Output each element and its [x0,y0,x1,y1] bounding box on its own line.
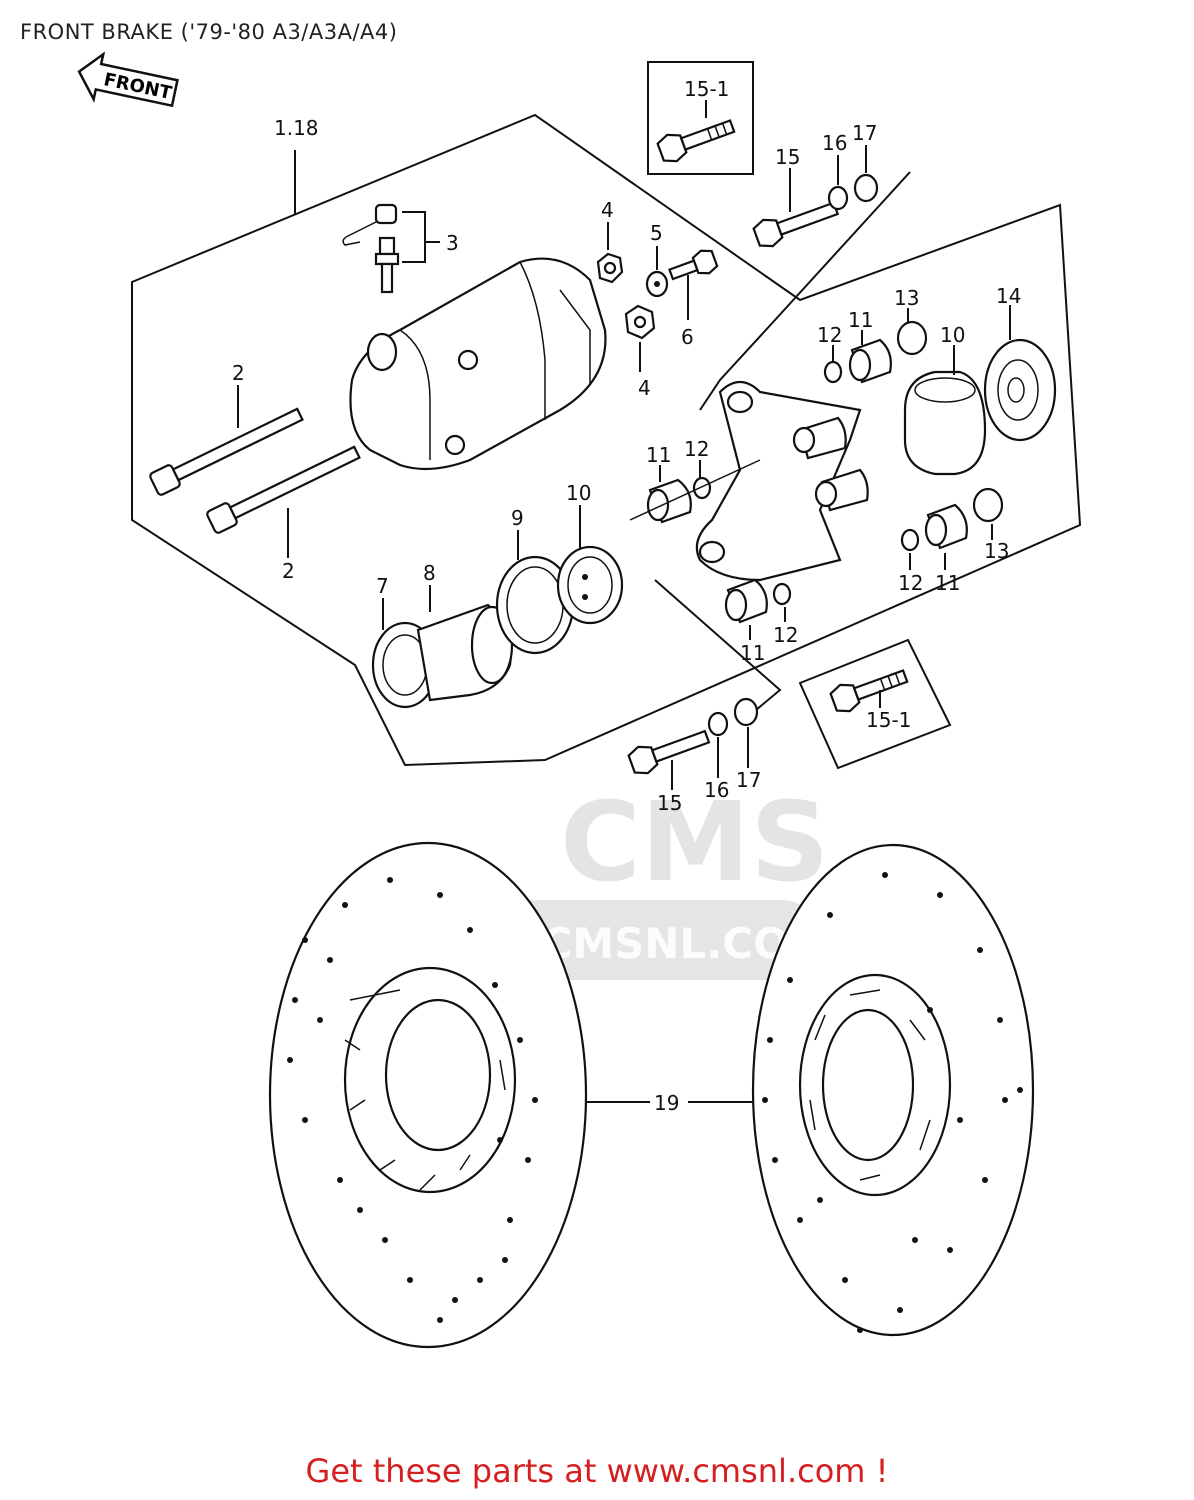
leader-3 [402,211,440,263]
callout-11-upper: 11 [848,308,873,332]
callout-11-lower: 11 [740,641,765,665]
cap-14-icon [983,338,1057,442]
callout-9: 9 [511,506,524,530]
washer-13-right-icon [972,487,1004,523]
callout-11-left: 11 [646,443,671,467]
callout-7: 7 [376,574,389,598]
callout-15-upper: 15 [775,145,800,169]
callout-8: 8 [423,561,436,585]
callout-15-1-lower: 15-1 [866,708,911,732]
callout-4-upper: 4 [601,198,614,222]
callout-6: 6 [681,325,694,349]
callout-19: 19 [654,1091,679,1115]
bleeder-valve-icon [342,203,400,294]
pin-lower-icon [206,445,361,534]
callout-13-lower: 13 [984,539,1009,563]
front-arrow-icon: FRONT [77,51,179,108]
watermark-logo-text: CMS [560,778,829,906]
bolt-15-1-top-icon [656,119,736,163]
callout-12-lower: 12 [773,623,798,647]
footer-link[interactable]: Get these parts at www.cmsnl.com ! [305,1452,889,1490]
bolt-15-upper-icon [752,201,840,248]
washer-16-lower-icon [707,711,729,737]
callout-3: 3 [446,231,459,255]
callout-labels: 1.18 2 2 3 4 4 5 6 7 8 9 10 10 11 11 11 … [232,77,1021,1115]
callout-16-upper: 16 [822,131,847,155]
washer-16-upper-icon [827,185,849,211]
piston-8-icon [416,603,514,702]
caliper-assembly-outline [131,113,1082,767]
washer-17-lower-icon [733,697,759,727]
callout-17-lower: 17 [736,768,761,792]
callout-4-lower: 4 [638,376,651,400]
caliper-body-icon [349,257,607,471]
callout-10-right: 10 [940,323,965,347]
callout-12-right: 12 [898,571,923,595]
washer-13-upper-icon [896,320,928,356]
caliper-bracket-icon [695,380,869,582]
callout-12-left: 12 [684,437,709,461]
boot-10-left-icon [556,545,624,625]
bushing-11-lower-icon [724,578,768,624]
leader-bolt-path-lower [654,579,782,716]
axis-line-left [629,459,761,521]
callout-11-right: 11 [935,571,960,595]
washer-17-upper-icon [853,173,879,203]
callout-5: 5 [650,221,663,245]
callout-2-lower: 2 [282,559,295,583]
bolt-6-icon [668,249,719,281]
callout-13-upper: 13 [894,286,919,310]
brake-disc-right-icon [751,843,1035,1337]
leader-bolt-path-upper [699,171,911,411]
bushing-11-right-icon [924,503,968,550]
brake-disc-left-icon [268,841,588,1349]
pin-upper-icon [149,407,304,496]
callout-10-left: 10 [566,481,591,505]
ring-12-left-icon [692,476,712,500]
bushing-11-upper-icon [848,338,892,384]
callout-16-lower: 16 [704,778,729,802]
callout-12-upper: 12 [817,323,842,347]
nut-4-upper-icon [596,252,624,284]
diagram-title: FRONT BRAKE ('79-'80 A3/A3A/A4) [20,20,398,44]
ring-12-lower-icon [772,582,792,606]
callout-2-upper: 2 [232,361,245,385]
ring-12-upper-icon [823,360,843,384]
bolt-15-1-bottom-icon [829,669,909,713]
box-15-1-bottom [798,638,952,770]
box-15-1-top [647,61,754,175]
callout-17-upper: 17 [852,121,877,145]
callout-15-1-upper: 15-1 [684,77,729,101]
callout-15-lower: 15 [657,791,682,815]
boot-10-right-icon [903,370,987,476]
ring-12-right-icon [900,528,920,552]
washer-5-icon [645,270,669,298]
nut-4-lower-icon [624,304,656,340]
bolt-15-lower-icon [627,729,711,775]
callout-1-18: 1.18 [274,116,319,140]
callout-14: 14 [996,284,1021,308]
